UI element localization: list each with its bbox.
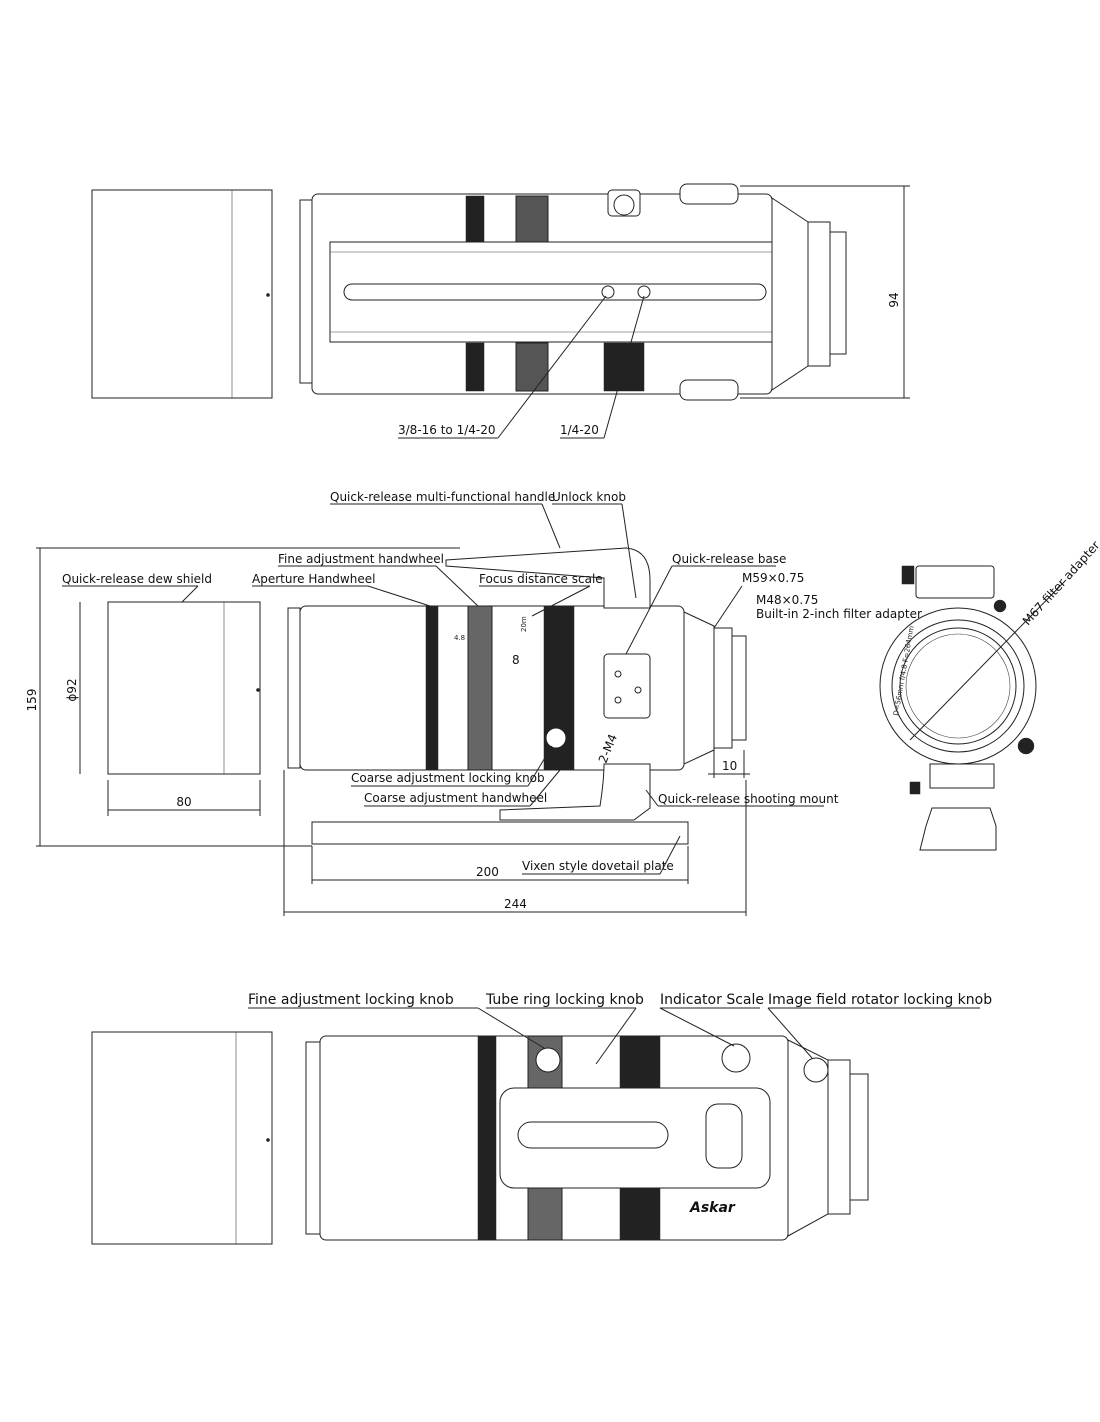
label-qr-base: Quick-release base: [672, 552, 786, 566]
top-slot: [343, 283, 767, 301]
dim-92: ϕ92: [65, 678, 79, 701]
front-lower-mount: [929, 763, 995, 789]
bottom-fine-lock-knob: [535, 1047, 561, 1073]
bottom-indicator-knob: [721, 1043, 751, 1073]
callout-3-8-16: 3/8-16 to 1/4-20: [398, 423, 496, 437]
side-view: 8 4.8 20m 159 ϕ92 80 10: [25, 490, 922, 916]
scale-20m-text: 20m: [520, 616, 528, 632]
dim-10: 10: [722, 759, 737, 773]
callout-1-4-20: 1/4-20: [560, 423, 599, 437]
top-handle-lower: [679, 379, 739, 401]
scale-8-text: 8: [512, 653, 520, 667]
label-coarse-handwheel: Coarse adjustment handwheel: [364, 791, 547, 805]
label-filter-adapter: Built-in 2-inch filter adapter: [756, 607, 922, 621]
screw-hole-3-8: [601, 285, 615, 299]
front-view: M67 filter adapter D=56mm f/4.8 F=264mm: [879, 538, 1100, 851]
brand-logo: Askar: [689, 1200, 736, 1216]
label-dew-shield: Quick-release dew shield: [62, 572, 212, 586]
side-dew-shield: [107, 601, 261, 775]
screw-hole-1-4: [637, 285, 651, 299]
label-m48: M48×0.75: [756, 593, 818, 607]
label-tube-ring-lock: Tube ring locking knob: [485, 992, 644, 1008]
top-handle-upper: [679, 183, 739, 205]
label-dovetail: Vixen style dovetail plate: [522, 859, 674, 873]
side-dovetail-plate: [311, 821, 689, 845]
bottom-dew-shield: [91, 1031, 273, 1245]
side-shooting-mount: [499, 763, 651, 821]
bottom-focuser: [827, 1059, 851, 1215]
label-aperture-handwheel: Aperture Handwheel: [252, 572, 375, 586]
label-fine-lock: Fine adjustment locking knob: [248, 992, 454, 1008]
top-flange: [299, 199, 313, 384]
side-qr-plate: [603, 653, 651, 719]
dim-244: 244: [504, 897, 527, 911]
bottom-view: Askar Fine adjustment locking knob Tube …: [91, 992, 992, 1245]
label-indicator-scale: Indicator Scale: [660, 992, 764, 1008]
front-top-block: [915, 565, 995, 599]
top-dew-shield: [91, 189, 273, 399]
bottom-rotator-lock-knob: [803, 1057, 829, 1083]
label-m59: M59×0.75: [742, 571, 804, 585]
scale-48-text: 4.8: [454, 634, 465, 642]
side-coarse-lock-knob: [545, 727, 567, 749]
top-ring-1: [465, 195, 485, 245]
side-fine-handwheel: [467, 605, 493, 771]
label-coarse-lock: Coarse adjustment locking knob: [351, 771, 545, 785]
bottom-flange: [305, 1041, 321, 1235]
label-handle: Quick-release multi-functional handle: [330, 490, 555, 504]
side-flange: [287, 607, 301, 769]
label-shooting-mount: Quick-release shooting mount: [658, 792, 839, 806]
side-handle: [445, 547, 651, 609]
front-dovetail: [919, 807, 997, 851]
label-rotator-lock: Image field rotator locking knob: [768, 992, 992, 1008]
dim-200: 200: [476, 865, 499, 879]
top-focuser: [807, 221, 831, 367]
dim-80: 80: [176, 795, 191, 809]
label-unlock-knob: Unlock knob: [552, 490, 626, 504]
label-m67: M67 filter adapter: [1020, 538, 1100, 628]
side-focuser: [713, 627, 733, 749]
label-fine-handwheel: Fine adjustment handwheel: [278, 552, 444, 566]
dim-94: 94: [887, 292, 901, 307]
top-view: 94 3/8-16 to 1/4-20 1/4-20: [91, 183, 910, 439]
dim-159: 159: [25, 689, 39, 712]
label-focus-scale: Focus distance scale: [479, 572, 603, 586]
